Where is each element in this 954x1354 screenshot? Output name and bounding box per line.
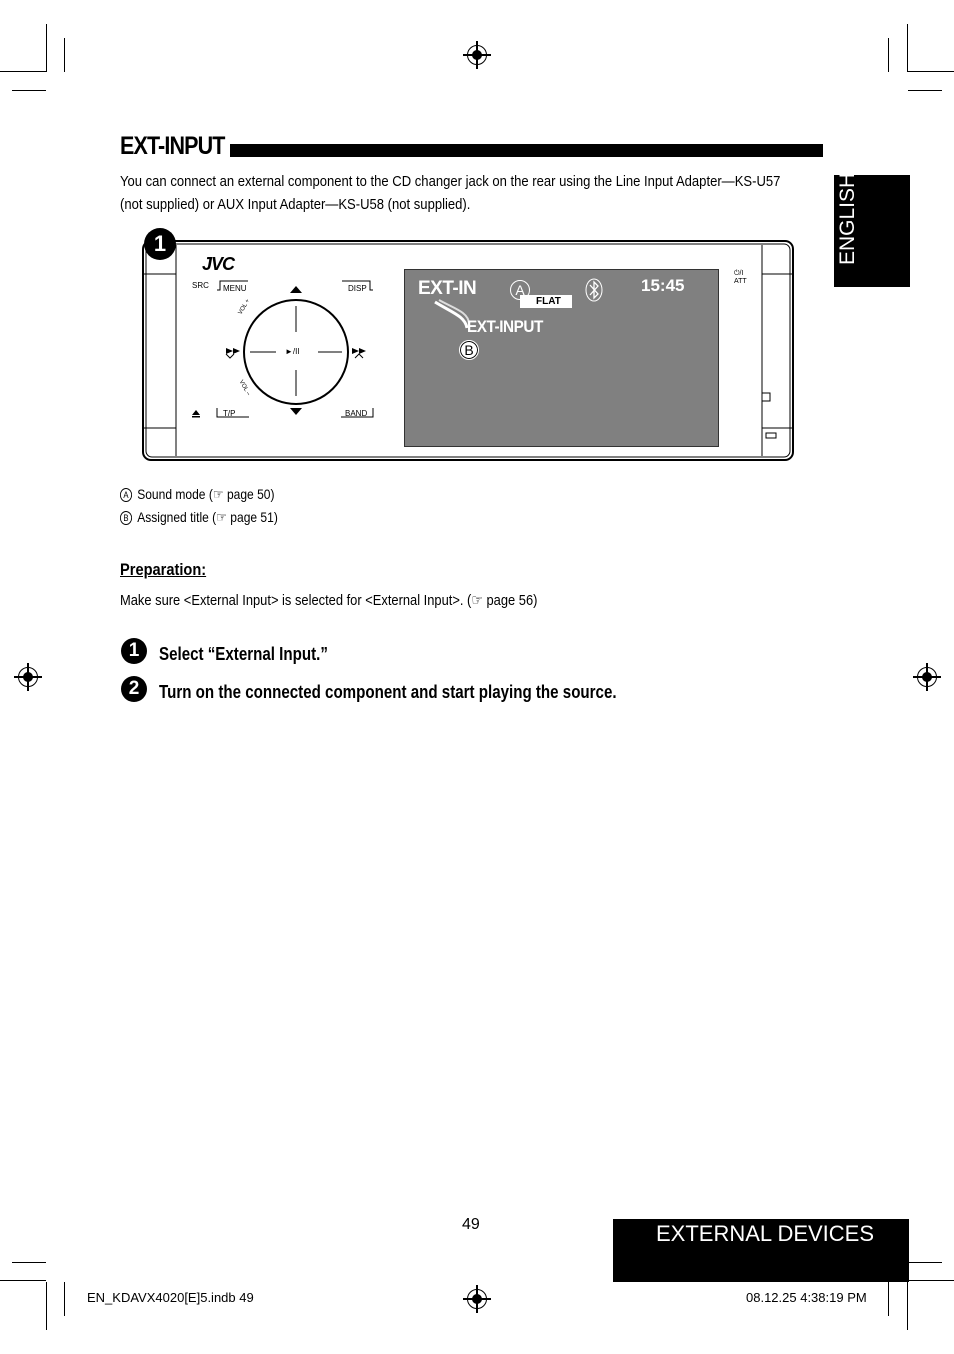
registration-mark-icon [463, 41, 491, 69]
crop-mark [46, 24, 47, 72]
bluetooth-icon [585, 278, 603, 302]
crop-mark [907, 24, 908, 72]
step-number: 2 [121, 676, 147, 702]
clock-display: 15:45 [641, 276, 685, 295]
figure-number-badge: 1 [144, 228, 176, 260]
crop-mark [12, 1262, 46, 1263]
crop-mark [64, 38, 65, 72]
crop-mark [908, 1262, 942, 1263]
menu-button[interactable]: MENU [223, 284, 247, 293]
crop-mark [888, 1282, 889, 1316]
section-tab-label: EXTERNAL DEVICES [656, 1221, 875, 1246]
registration-mark-icon [14, 663, 42, 691]
src-button[interactable]: SRC [192, 281, 209, 290]
play-pause-button[interactable]: ►/II [285, 347, 300, 356]
power-button[interactable]: ⏻/I [734, 270, 744, 277]
crop-mark [908, 1280, 954, 1281]
band-button[interactable]: BAND [345, 409, 368, 418]
preparation-heading: Preparation: [120, 560, 207, 579]
footer-file-info: EN_KDAVX4020[E]5.indb 49 [87, 1290, 254, 1305]
preparation-text: Make sure <External Input> is selected f… [120, 592, 538, 609]
language-tab: ENGLISH [834, 172, 910, 287]
crop-mark [46, 1282, 47, 1330]
intro-line: You can connect an external component to… [120, 174, 781, 190]
callout-text: Sound mode (☞ page 50) [137, 486, 275, 502]
crop-mark [908, 90, 942, 91]
page-number: 49 [462, 1216, 480, 1233]
display-screen: EXT-IN A FLAT 15:45 EXT-INPUT B [404, 269, 719, 447]
brand-logo: JVC [202, 254, 235, 274]
section-tab: EXTERNAL DEVICES [613, 1219, 909, 1282]
step-number: 1 [121, 638, 147, 664]
registration-mark-icon [463, 1285, 491, 1313]
language-tab-label: ENGLISH [836, 172, 859, 265]
crop-mark [908, 71, 954, 72]
step-text: Select “External Input.” [159, 644, 328, 664]
callout-text: Assigned title (☞ page 51) [137, 509, 278, 525]
tp-button[interactable]: T/P [223, 409, 236, 418]
crop-mark [888, 38, 889, 72]
disp-button[interactable]: DISP [348, 284, 367, 293]
crop-mark [12, 90, 46, 91]
callout-note: B Assigned title (☞ page 51) [120, 509, 278, 526]
footer-timestamp: 08.12.25 4:38:19 PM [746, 1290, 867, 1305]
crop-mark [64, 1282, 65, 1316]
section-title: EXT-INPUT [120, 132, 225, 160]
cable-icon [434, 299, 470, 329]
source-mode: EXT-IN [418, 278, 477, 299]
assigned-title-display: EXT-INPUT [467, 317, 543, 336]
crop-mark [907, 1282, 908, 1330]
registration-mark-icon [913, 663, 941, 691]
callout-b-marker: B [459, 340, 479, 360]
intro-paragraph: You can connect an external component to… [120, 171, 781, 217]
title-rule [230, 144, 823, 157]
callout-letter: A [120, 488, 133, 502]
intro-line: (not supplied) or AUX Input Adapter—KS-U… [120, 197, 471, 213]
att-label: ATT [734, 278, 747, 285]
callout-letter: B [120, 511, 133, 525]
callout-note: A Sound mode (☞ page 50) [120, 486, 275, 503]
sound-mode-display: FLAT [520, 295, 572, 308]
step-text: Turn on the connected component and star… [159, 682, 617, 702]
crop-mark [0, 1280, 46, 1281]
crop-mark [0, 71, 46, 72]
